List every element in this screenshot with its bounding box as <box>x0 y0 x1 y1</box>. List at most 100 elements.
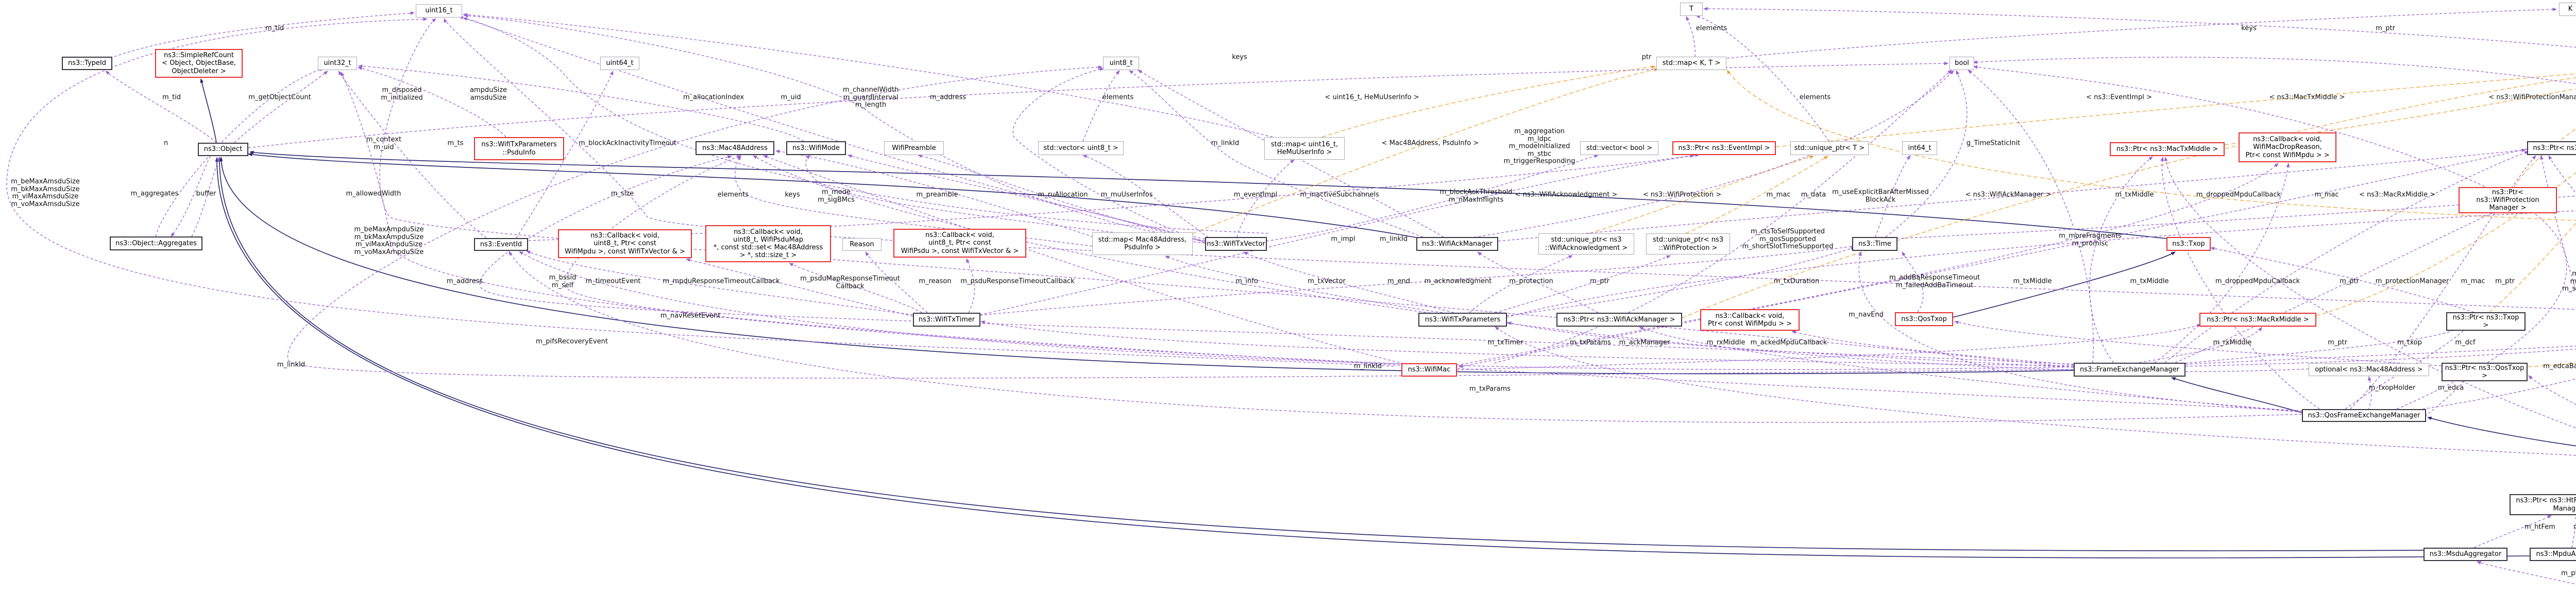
class-node-std-unique-ptr-t[interactable]: std::unique_ptr< T > <box>1790 141 1869 155</box>
class-node-wifipreamble[interactable]: WifiPreamble <box>884 141 944 155</box>
class-node-ns3-ptr-ns3-macrxmiddle[interactable]: ns3::Ptr< ns3::MacRxMiddle > <box>2199 313 2316 327</box>
class-node-std-vector-bool[interactable]: std::vector< bool > <box>1580 141 1658 155</box>
edge-label: ptr <box>1641 53 1652 61</box>
class-node-std-map-uint16-t-hemuuserinfo[interactable]: std::map< uint16_t, HeMuUserInfo > <box>1264 137 1345 160</box>
edge-label: m_mac <box>2314 191 2339 199</box>
class-node-uint64-t[interactable]: uint64_t <box>600 57 639 70</box>
class-node-ns3-mac48address[interactable]: ns3::Mac48Address <box>696 141 774 155</box>
class-node-std-unique-ptr-ns3-wifiacknowledgment[interactable]: std::unique_ptr< ns3 ::WifiAcknowledgmen… <box>1538 233 1634 255</box>
member-edge <box>979 244 1856 316</box>
class-node-ns3-simplerefcount-object-objectbase-objectdeleter[interactable]: ns3::SimpleRefCount < Object, ObjectBase… <box>155 49 243 78</box>
class-node-ns3-eventid[interactable]: ns3::EventId <box>474 238 528 251</box>
class-node-uint16-t[interactable]: uint16_t <box>416 4 462 18</box>
member-edge <box>1896 195 2576 239</box>
class-node-ns3-object[interactable]: ns3::Object <box>198 143 248 156</box>
class-node-ns3-ptr-ns3-txop[interactable]: ns3::Ptr< ns3::Txop > <box>2446 312 2526 331</box>
edge-label: m_ptr <box>2376 24 2395 32</box>
edge-label: m_txParams <box>1570 338 1611 347</box>
member-edge <box>2422 378 2576 410</box>
class-node-ns3-ptr-ns3-wifiprotection-manager[interactable]: ns3::Ptr< ns3::WifiProtection Manager > <box>2459 187 2557 214</box>
edge-label: m_bssid m_self <box>549 274 577 289</box>
class-node-ns3-frameexchangemanager[interactable]: ns3::FrameExchangeManager <box>2074 363 2185 377</box>
class-node-ns3-wifitxparameters-psduinfo[interactable]: ns3::WifiTxParameters ::PsduInfo <box>474 137 564 160</box>
class-node-ns3-ptr-ns3-wifiackmanager[interactable]: ns3::Ptr< ns3::WifiAckManager > <box>1556 313 1682 327</box>
class-node-ns3-txop[interactable]: ns3::Txop <box>2166 237 2211 251</box>
edge-label: m_navResetEvent <box>660 312 721 320</box>
member-edge <box>2160 157 2320 410</box>
class-node-ns3-callback-void-uint8-t-ptr-const-wifipsdu-const-wifitxvector[interactable]: ns3::Callback< void, uint8_t, Ptr< const… <box>893 229 1026 258</box>
edge-label: m_txVector <box>1308 277 1346 285</box>
inheritance-edge <box>2427 416 2576 447</box>
class-node-ns3-callback-void-ptr-const-wifimpdu[interactable]: ns3::Callback< void, Ptr< const WifiMpdu… <box>1700 309 1800 331</box>
class-node-ns3-wifimode[interactable]: ns3::WifiMode <box>786 141 846 155</box>
class-node-bool[interactable]: bool <box>1950 57 1974 70</box>
class-node-ns3-callback-void-uint8-t-wifipsdumap-const-std-set-mac48address-std-size-t[interactable]: ns3::Callback< void, uint8_t, WifiPsduMa… <box>705 225 831 262</box>
class-node-ns3-ptr-ns3-htframeexchange-manager[interactable]: ns3::Ptr< ns3::HtFrameExchange Manager > <box>2510 494 2576 515</box>
edge-label: keys <box>1232 53 1247 61</box>
class-node-t[interactable]: T <box>1680 3 1703 16</box>
class-node-ns3-wifitxparameters[interactable]: ns3::WifiTxParameters <box>1418 313 1507 327</box>
edge-label: m_muUserInfos <box>1100 191 1153 199</box>
class-node-ns3-wifitxtimer[interactable]: ns3::WifiTxTimer <box>913 313 980 327</box>
class-node-ns3-ptr-ns3-qostxop[interactable]: ns3::Ptr< ns3::QosTxop > <box>2442 363 2528 382</box>
edge-label: m_getObjectCount <box>248 93 311 101</box>
edge-label: m_initialFrame m_pifsRecovery m_setQosQu… <box>2562 270 2576 293</box>
member-edge <box>234 71 328 143</box>
class-node-ns3-ptr-ns3-wifimac[interactable]: ns3::Ptr< ns3::WifiMac > <box>2527 141 2576 155</box>
edge-label: m_blockAckInactivityTimeout <box>578 139 677 147</box>
class-node-ns3-wifiackmanager[interactable]: ns3::WifiAckManager <box>1416 237 1498 251</box>
member-edge <box>686 258 913 317</box>
member-edge <box>248 61 1948 148</box>
member-edge <box>1456 324 2201 370</box>
edge-label: buffer <box>196 190 216 198</box>
member-edge <box>1954 320 2442 366</box>
edge-label: m_txMiddle <box>2013 277 2052 285</box>
class-node-ns3-wifitxvector[interactable]: ns3::WifiTxVector <box>1205 237 1267 251</box>
class-node-std-map-k-t[interactable]: std::map< K, T > <box>1656 57 1726 70</box>
class-node-ns3-ptr-ns3-mactxmiddle[interactable]: ns3::Ptr< ns3::MacTxMiddle > <box>2110 142 2225 156</box>
class-node-ns3-ptr-ns3-eventimpl[interactable]: ns3::Ptr< ns3::EventImpl > <box>1672 141 1776 155</box>
class-node-k[interactable]: K <box>2559 3 2576 16</box>
class-node-ns3-typeid[interactable]: ns3::TypeId <box>62 57 112 70</box>
member-edge <box>341 72 1400 364</box>
class-node-ns3-wifimac[interactable]: ns3::WifiMac <box>1401 363 1457 377</box>
class-node-ns3-mpduaggregator[interactable]: ns3::MpduAggregator <box>2530 548 2576 561</box>
class-node-std-unique-ptr-ns3-wifiprotection[interactable]: std::unique_ptr< ns3 ::WifiProtection > <box>1646 233 1730 255</box>
edge-label: m_ackManager <box>1619 338 1670 347</box>
class-node-ns3-msduaggregator[interactable]: ns3::MsduAggregator <box>2424 548 2507 561</box>
inheritance-edge <box>1952 251 2176 318</box>
edge-label: m_txParams <box>1469 385 1511 393</box>
template-edge <box>1192 68 1658 234</box>
edge-label: < ns3::WifiProtection > <box>1642 191 1722 199</box>
class-node-ns3-time[interactable]: ns3::Time <box>1852 237 1897 251</box>
class-node-ns3-object-aggregates[interactable]: ns3::Object::Aggregates <box>110 236 202 250</box>
class-node-ns3-callback-void-wifimacdropreason-ptr-const-wifimpdu[interactable]: ns3::Callback< void, WifiMacDropReason, … <box>2239 132 2336 162</box>
member-edge <box>1791 330 2074 365</box>
inheritance-edge <box>215 157 2530 558</box>
template-edge <box>1682 77 2576 318</box>
member-edge <box>1703 7 2576 48</box>
class-node-ns3-qostxop[interactable]: ns3::QosTxop <box>1895 312 1953 326</box>
class-node-ns3-qosframeexchangemanager[interactable]: ns3::QosFrameExchangeManager <box>2302 409 2426 422</box>
class-node-std-map-mac48address-psduinfo[interactable]: std::map< Mac48Address, PsduInfo > <box>1092 232 1193 255</box>
edge-label: m_mpduResponseTimeoutCallback <box>663 277 780 285</box>
edge-label: m_address <box>929 93 967 101</box>
member-edge <box>2477 561 2576 585</box>
class-node-reason[interactable]: Reason <box>842 238 882 251</box>
edge-label: < ns3::WifiAcknowledgment > <box>1515 191 1618 199</box>
member-edge <box>1498 148 2526 242</box>
edge-label: m_protection <box>1509 277 1553 285</box>
edge-label: m_pifsRecoveryEvent <box>536 337 608 346</box>
class-node-std-vector-uint8-t[interactable]: std::vector< uint8_t > <box>1038 141 1124 155</box>
member-edge <box>114 11 415 57</box>
class-node-ns3-callback-void-uint8-t-ptr-const-wifimpdu-const-wifitxvector[interactable]: ns3::Callback< void, uint8_t, Ptr< const… <box>558 229 692 258</box>
class-node-optional-ns3-mac48address[interactable]: optional< ns3::Mac48Address > <box>2309 363 2429 376</box>
class-node-int64-t[interactable]: int64_t <box>1902 141 1937 155</box>
member-edge <box>1012 67 1209 245</box>
member-edge <box>1507 321 2074 368</box>
class-node-uint8-t[interactable]: uint8_t <box>1103 57 1139 70</box>
member-edge <box>918 154 1212 244</box>
class-node-uint32-t[interactable]: uint32_t <box>318 57 357 70</box>
edge-label: m_address <box>446 277 483 285</box>
